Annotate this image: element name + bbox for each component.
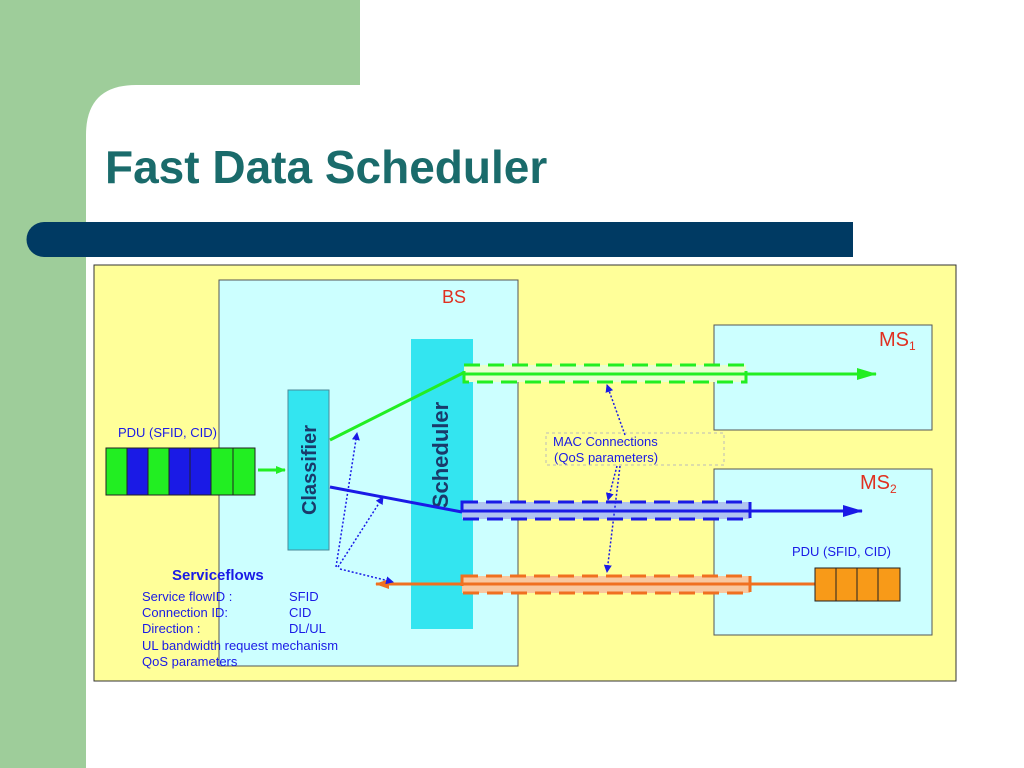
sf-pointer-blue (337, 496, 384, 568)
classifier-block (287, 389, 330, 551)
pdu-right-queue (814, 567, 901, 602)
ms2-label: MS2 (860, 472, 897, 496)
sf-pointer-orange (339, 568, 394, 585)
ms2-box (713, 468, 933, 636)
sf-value: SFID (289, 589, 319, 604)
pdu-left-cell (189, 447, 212, 496)
classifier-label: Classifier (299, 425, 321, 515)
pdu-left-cell (126, 447, 149, 496)
pdu-right-cell (814, 567, 837, 602)
mac-connections-sublabel: (QoS parameters) (554, 450, 658, 465)
pdu-right-cell (877, 567, 901, 602)
pdu-left-cell (147, 447, 170, 496)
pdu-left-cell (210, 447, 234, 496)
mac-pointer-orange (603, 465, 621, 573)
ms1-subscript: 1 (909, 339, 916, 353)
mac-pointer-green (605, 384, 626, 436)
ms2-subscript: 2 (890, 482, 897, 496)
mac-pointer-arrows (603, 384, 626, 573)
sf-key: Service flowID : (142, 589, 232, 604)
ms1-box (713, 324, 933, 431)
pdu-left-cell (105, 447, 128, 496)
pdu-left-cell (232, 447, 256, 496)
sf-key: Direction : (142, 621, 201, 636)
pdu-left-cell (168, 447, 191, 496)
pdu-right-cell (835, 567, 858, 602)
blue-flow-line (329, 485, 463, 514)
sf-key: Connection ID: (142, 605, 228, 620)
sf-extra: UL bandwidth request mechanism (142, 638, 338, 653)
bs-label: BS (442, 287, 466, 307)
pdu-right-cell (856, 567, 879, 602)
mac-connections-label-box (545, 432, 725, 466)
serviceflows-title: Serviceflows (172, 567, 264, 584)
pdu-right-label: PDU (SFID, CID) (792, 544, 891, 559)
slide-title: Fast Data Scheduler (105, 141, 548, 193)
serviceflows-attributes: Service flowID : SFID Connection ID: CID… (142, 589, 338, 669)
ms1-label: MS1 (879, 329, 916, 353)
title-underline-bar (26, 222, 854, 257)
mac-pointer-blue (605, 465, 618, 501)
scheduler-label: Scheduler (428, 401, 453, 508)
pdu-left-queue (105, 447, 256, 496)
serviceflow-pointer-arrows (335, 432, 394, 585)
sf-extra: QoS parameters (142, 654, 238, 669)
mac-connections-label: MAC Connections (553, 434, 658, 449)
pdu-left-label: PDU (SFID, CID) (118, 425, 217, 440)
sf-value: CID (289, 605, 311, 620)
green-flow-line (329, 370, 466, 442)
sf-value: DL/UL (289, 621, 326, 636)
bs-box (218, 279, 519, 667)
sf-pointer-green (335, 432, 360, 568)
